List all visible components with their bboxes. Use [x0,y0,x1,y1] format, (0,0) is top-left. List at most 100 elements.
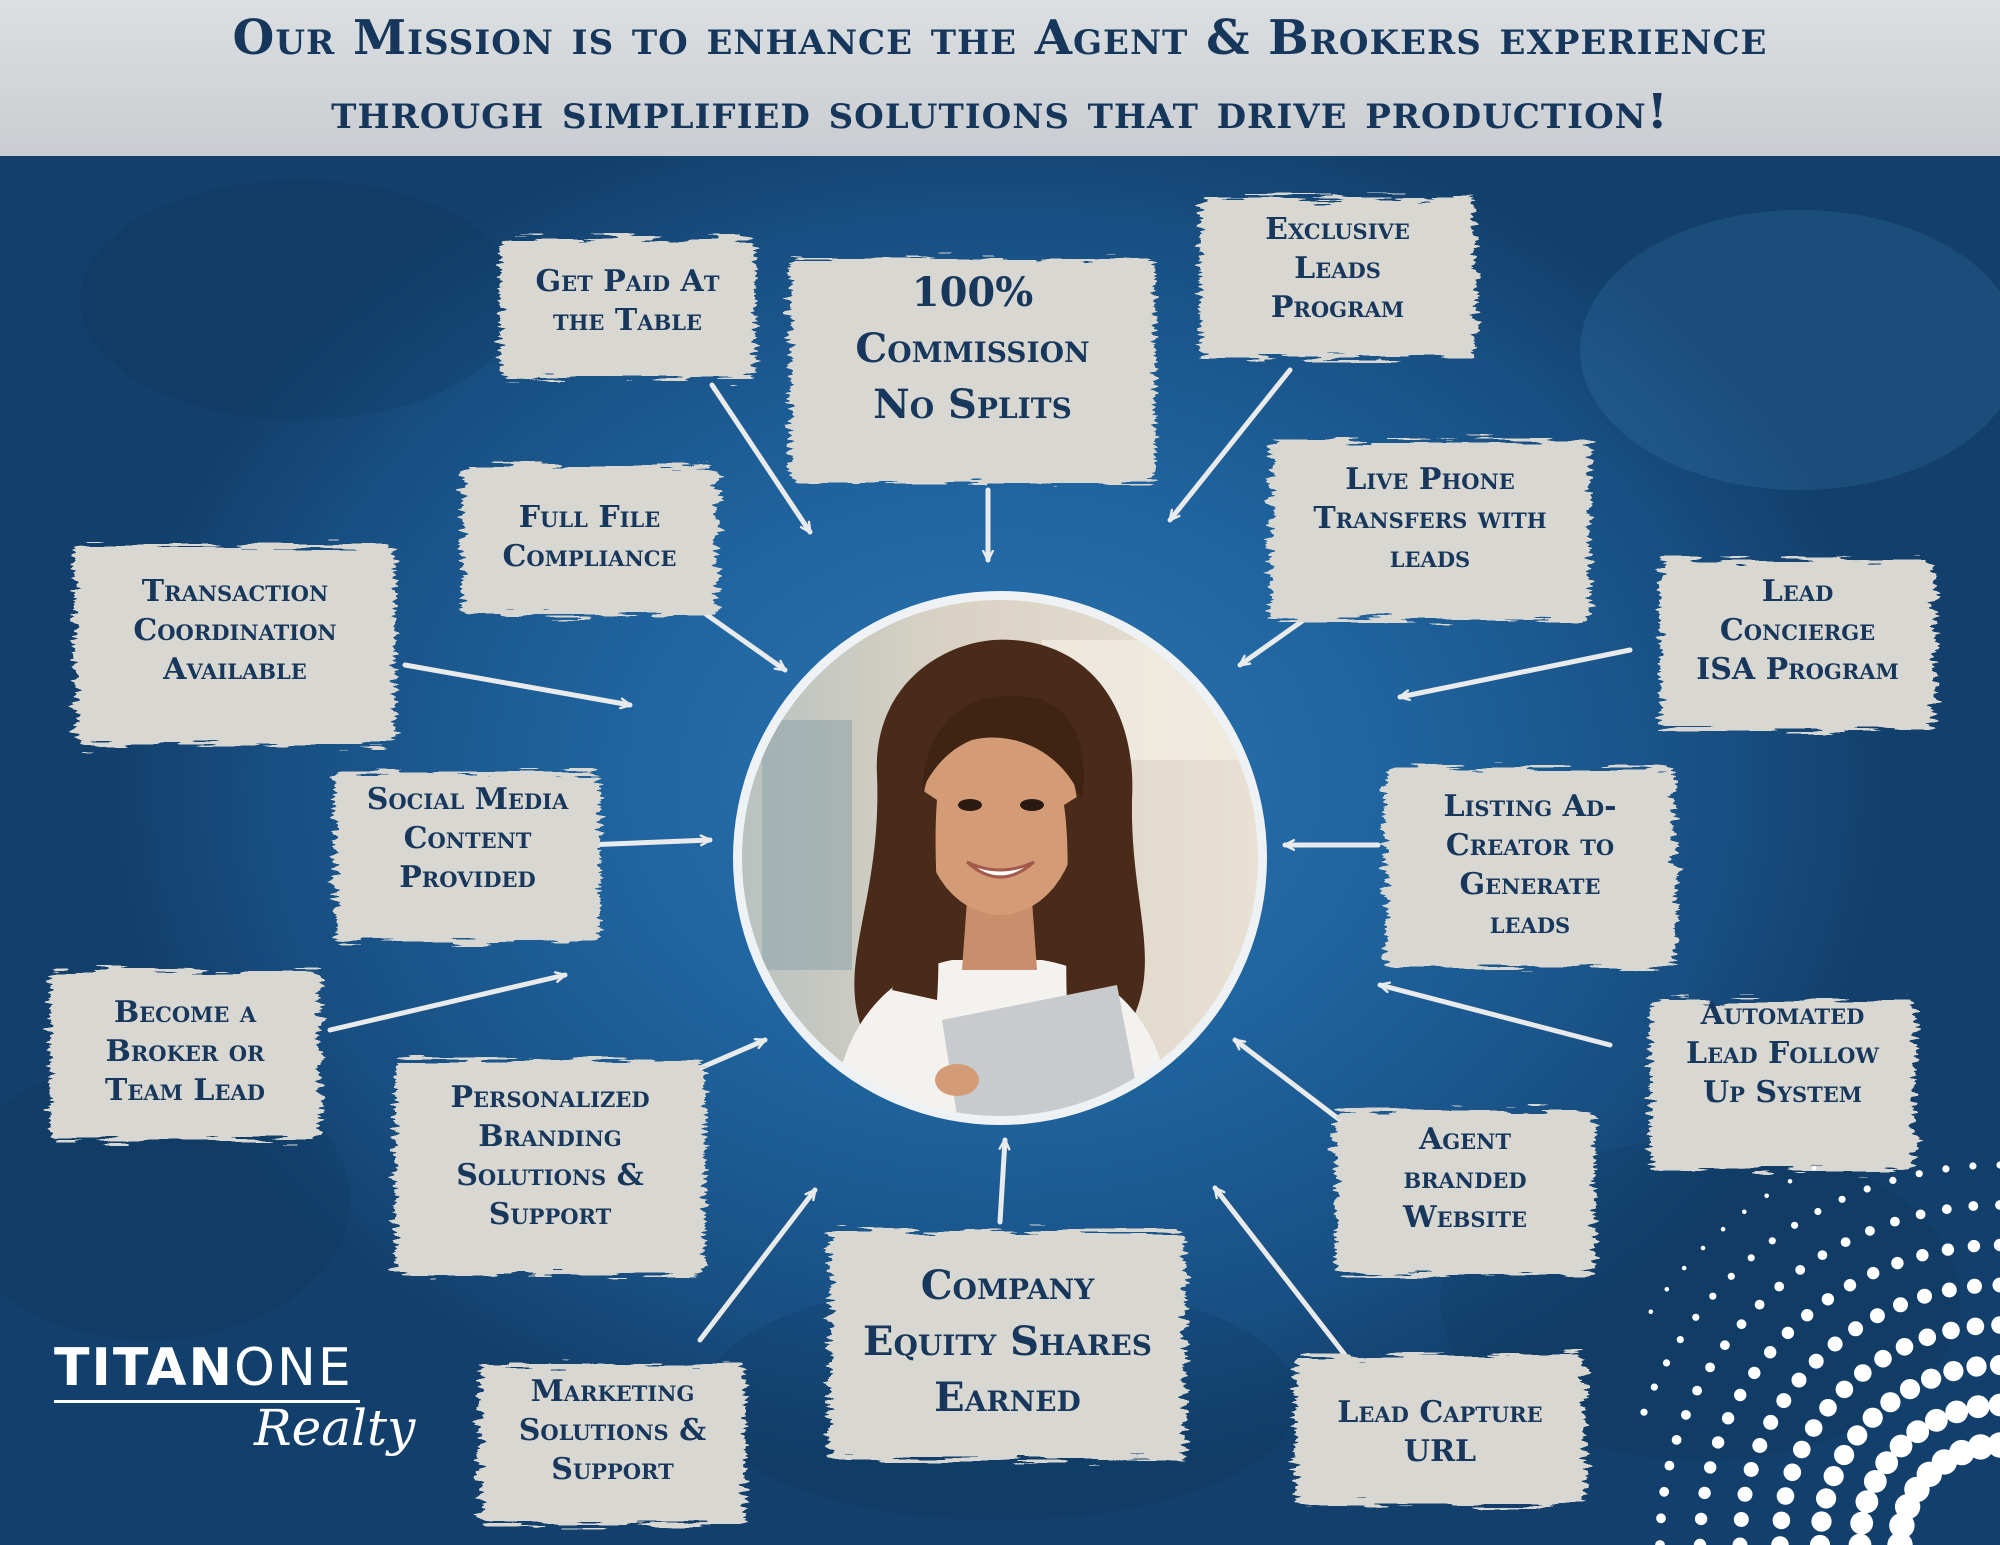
mission-line-1: Our Mission is to enhance the Agent & Br… [232,10,1768,66]
decoration-dot [1693,1538,1707,1545]
label-line: Exclusive [1265,212,1410,247]
label-line: Listing Ad- [1443,789,1617,824]
decoration-dot [1819,1399,1837,1417]
brush-automated [1650,1000,1915,1170]
label-line: Creator to [1445,828,1615,863]
label-line: Become a [113,995,257,1030]
decoration-dot [1650,1383,1658,1391]
arrow-icon [1232,1037,1343,1123]
label-line: Program [1270,290,1405,325]
arrow-icon [1397,647,1633,702]
decoration-dot [1671,1435,1682,1445]
decoration-dot [1863,1470,1887,1493]
dot-pattern-decoration [1640,1161,2000,1545]
brush-exclusive [1200,198,1475,358]
label-line: Lead [1761,574,1834,609]
decoration-dot [1704,1461,1717,1474]
label-line: Company [920,1262,1095,1309]
decoration-dot [1811,1511,1832,1532]
feature-marketing: Marketing Solutions & Support [480,1372,745,1489]
brush-lead-capture [1295,1355,1585,1505]
label-line: Full File [518,500,661,535]
decoration-dot [1942,1321,1960,1340]
decoration-dot [1811,1166,1817,1171]
decoration-dot [1874,1349,1892,1368]
brush-social-media [335,772,600,942]
decoration-dot [1966,1317,1985,1336]
decoration-dot [1966,1356,1987,1377]
decoration-dot [1996,1161,2000,1169]
arrow-icon [697,607,788,673]
label-line: Personalized [450,1080,650,1115]
decoration-dot [1816,1488,1837,1509]
label-line: Agent [1418,1122,1512,1157]
decoration-dot [1941,1204,1952,1215]
label-line: Solutions & [456,1158,644,1193]
label-line: Team Lead [105,1073,265,1108]
arrow-icon [582,834,713,848]
label-line: Earned [934,1374,1081,1421]
feature-commission: 100% Commission No Splits [790,265,1155,433]
decoration-dot [1988,1393,2000,1417]
decoration-dot [1941,1282,1957,1298]
label-line: Transfers with [1313,501,1547,536]
decoration-dot [1854,1364,1872,1382]
decoration-dot [1783,1463,1802,1482]
decoration-dot [1967,1239,1981,1253]
brush-listing-ad [1385,768,1675,968]
decoration-dot [1787,1179,1793,1184]
decoration-dot [1925,1408,1948,1432]
decoration-dot [1916,1249,1929,1262]
decoration-dot [1891,1256,1904,1270]
decoration-dot [1880,1392,1901,1413]
decoration-dot [1942,1165,1950,1173]
decoration-dot [1763,1414,1779,1430]
decoration-dot [1968,1201,1979,1211]
label-line: Get Paid At [535,264,720,299]
feature-get-paid: Get Paid At the Table [500,262,755,340]
decoration-dot [1987,1432,2000,1458]
arrow-icon [1237,609,1318,668]
decoration-dot [1694,1512,1708,1526]
decoration-dot [1692,1313,1700,1321]
label-line: Transaction [141,574,329,609]
decoration-dot [1967,1278,1982,1294]
arrow-icon [1167,367,1293,523]
brush-strokes [50,198,1935,1525]
decoration-dot [1862,1407,1883,1428]
decoration-dot [1835,1380,1854,1399]
label-line: Concierge [1719,613,1876,648]
titanone-realty-logo: TITANONE Realty [54,1342,415,1457]
arrow-icon [1377,981,1613,1048]
label-line: leads [1489,906,1571,941]
feature-full-file-compliance: Full File Compliance [462,498,717,576]
decoration-dot [1967,1434,1994,1460]
label-line: Social Media [366,782,569,817]
decoration-dot [1664,1287,1670,1292]
decoration-dot [1733,1512,1749,1527]
label-line: ISA Program [1696,652,1899,687]
decoration-dot [1848,1321,1864,1337]
decoration-dot [1711,1436,1725,1449]
decoration-dot [1676,1336,1684,1344]
decoration-dot [1700,1245,1706,1251]
logo-script: Realty [254,1399,416,1457]
brush-commission [790,258,1155,483]
decoration-dot [1890,1216,1900,1227]
decoration-dot [1662,1359,1671,1367]
decoration-dot [1966,1395,1990,1419]
decoration-dot [1995,1200,2000,1210]
decoration-dot [1720,1340,1730,1351]
feature-agent-website: Agent branded Website [1335,1120,1595,1237]
decoration-dot [1655,1540,1665,1545]
decoration-dot [1915,1170,1923,1178]
decoration-dot [1681,1410,1691,1420]
decoration-dot [1991,1316,2000,1334]
arrow-icon [997,1137,1011,1225]
brush-company-equity [830,1230,1185,1460]
decoration-dot [1776,1487,1795,1505]
feature-lead-capture: Lead Capture URL [1295,1393,1585,1471]
decoration-dot [1817,1250,1828,1260]
decoration-dot [1705,1362,1715,1373]
mission-line-2: through simplified solutions that drive … [331,84,1669,140]
